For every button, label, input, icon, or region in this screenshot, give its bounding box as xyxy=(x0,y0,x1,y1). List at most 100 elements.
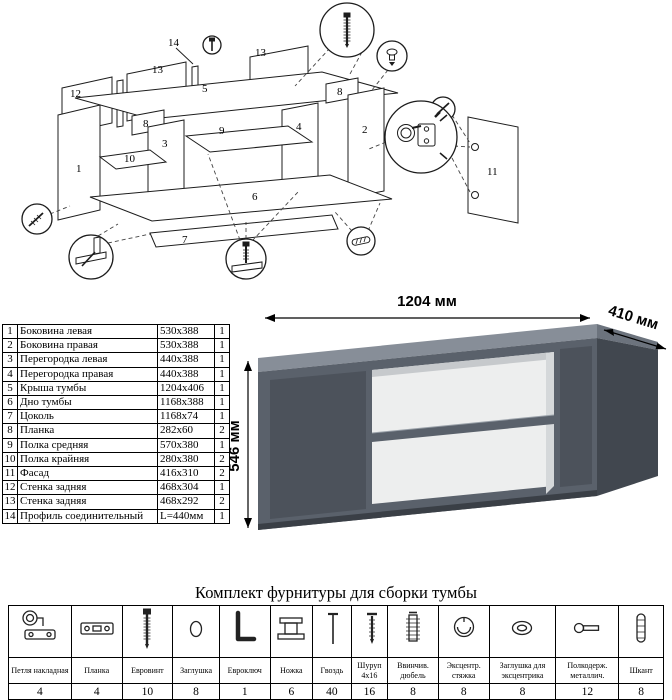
screw-in-dowel-icon xyxy=(406,611,420,642)
nail-icon xyxy=(328,612,339,644)
hardware-icon-cell xyxy=(488,605,557,658)
screw-cap-icon xyxy=(189,620,203,638)
part-size: 1204x406 xyxy=(157,380,215,397)
side-panel-1 xyxy=(57,104,101,221)
part-qty: 1 xyxy=(214,323,230,340)
plinth-shadow xyxy=(258,490,597,530)
corner-joint-detail xyxy=(75,236,107,267)
part-qty: 2 xyxy=(214,494,230,510)
top-panel-edge xyxy=(258,324,597,372)
hardware-icon-cell xyxy=(218,605,271,658)
part-qty: 1 xyxy=(214,480,230,496)
dimension-width: 1204 мм xyxy=(265,293,590,322)
part-num: 11 xyxy=(2,466,18,482)
hardware-kit-title: Комплект фурнитуры для сборки тумбы xyxy=(195,583,477,602)
part-size: 1168x74 xyxy=(157,409,215,425)
hardware-icon-row xyxy=(8,605,664,658)
label-14-leader xyxy=(175,47,194,65)
part-qty: 1 xyxy=(214,395,230,411)
part-size: 1168x388 xyxy=(157,395,215,411)
plinth-7 xyxy=(149,214,339,248)
confirmat-bottom-detail xyxy=(231,241,263,273)
part-qty: 1 xyxy=(214,437,230,453)
hardware-qty: 1 xyxy=(218,683,271,700)
cam-cap-icon xyxy=(512,620,533,636)
part-size: 282x60 xyxy=(157,423,215,439)
hardware-icon-cell xyxy=(618,605,664,658)
hardware-icon-cell xyxy=(555,605,620,658)
part-size: 570x380 xyxy=(157,437,215,453)
label-part-13a: 13 xyxy=(152,64,164,76)
label-part-14: 14 xyxy=(168,37,180,49)
hardware-qty: 6 xyxy=(269,683,314,700)
hardware-name: Евровинт xyxy=(121,657,174,684)
hardware-qty: 40 xyxy=(312,683,352,700)
part-num: 5 xyxy=(2,380,18,397)
shelf-support-icon xyxy=(574,622,600,634)
leg-icon xyxy=(277,617,305,640)
part-qty: 1 xyxy=(214,338,230,354)
part-size: 440x388 xyxy=(157,366,215,382)
label-part-1: 1 xyxy=(76,163,82,175)
part-name: Перегородка левая xyxy=(17,352,158,368)
hardware-qty: 8 xyxy=(488,683,557,700)
hardware-qty: 8 xyxy=(172,683,220,700)
door-facade-11 xyxy=(467,116,519,224)
product-render: 1204 мм 410 мм 546 мм xyxy=(230,293,667,530)
part-name: Стенка задняя xyxy=(17,494,158,510)
hardware-name: Заглушка для эксцентрика xyxy=(488,657,557,684)
label-part-13b: 13 xyxy=(255,47,267,59)
hardware-kit-table: Петля накладная Планка Евровинт Заглушка… xyxy=(8,605,664,700)
side-panel-2 xyxy=(347,87,385,199)
arrowhead-left-icon xyxy=(265,314,275,322)
part-size: 530x388 xyxy=(157,323,215,340)
dowel-detail xyxy=(351,236,371,246)
label-part-7: 7 xyxy=(182,234,188,246)
part-size: 440x388 xyxy=(157,352,215,368)
part-num: 10 xyxy=(2,451,18,468)
label-part-3: 3 xyxy=(162,138,168,150)
hardware-qty: 12 xyxy=(555,683,620,700)
bottom-panel-6 xyxy=(89,174,393,222)
hardware-name: Шкант xyxy=(618,657,664,684)
euro-screw-icon xyxy=(143,608,152,649)
hardware-qty: 4 xyxy=(70,683,123,700)
label-part-4: 4 xyxy=(296,121,302,133)
part-name: Планка xyxy=(17,423,158,439)
cap-detail xyxy=(386,48,398,66)
hardware-name: Петля накладная xyxy=(8,657,72,684)
part-num: 9 xyxy=(2,437,18,453)
hardware-icon-cell xyxy=(312,605,352,658)
label-part-8b: 8 xyxy=(337,86,343,98)
hardware-icon-cell xyxy=(70,605,123,658)
hardware-icon-cell xyxy=(172,605,220,658)
part-num: 13 xyxy=(2,494,18,510)
mini-screw-detail xyxy=(209,37,215,51)
part-name: Стенка задняя xyxy=(17,480,158,496)
cabinet-body xyxy=(258,324,658,530)
hardware-qty-row: 4 4 10 8 1 6 40 16 8 8 8 12 8 xyxy=(8,683,664,700)
part-size: 416x310 xyxy=(157,466,215,482)
dimension-height: 546 мм xyxy=(230,361,252,528)
part-size: L=440мм xyxy=(157,508,215,524)
hardware-icon-cell xyxy=(8,605,72,658)
label-part-6: 6 xyxy=(252,191,258,203)
label-part-2: 2 xyxy=(362,124,368,136)
part-name: Дно тумбы xyxy=(17,395,158,411)
part-qty: 1 xyxy=(214,409,230,425)
part-num: 6 xyxy=(2,395,18,411)
shelf-10 xyxy=(98,149,168,170)
part-qty: 1 xyxy=(214,352,230,368)
hardware-name: Ножка xyxy=(269,657,314,684)
part-name: Крыша тумбы xyxy=(17,380,158,397)
hardware-name: Полкодерж. металлич. xyxy=(555,657,620,684)
hardware-name: Планка xyxy=(70,657,123,684)
part-name: Профиль соединительный xyxy=(17,508,158,524)
